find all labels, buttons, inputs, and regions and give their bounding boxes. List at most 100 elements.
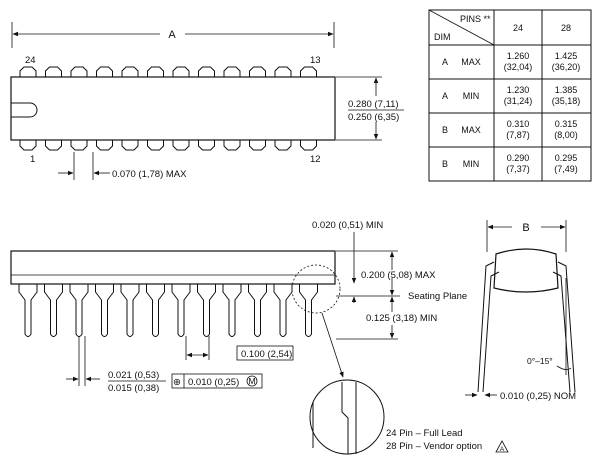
- bottom-pin: [121, 140, 139, 151]
- table-header-dim: DIM: [434, 32, 451, 42]
- top-pin: [300, 66, 317, 77]
- table-cell-value: (7,87): [506, 130, 530, 140]
- side-lead: [44, 284, 63, 337]
- bottom-pin: [45, 140, 62, 151]
- table-cell-value: 0.290: [507, 153, 530, 163]
- mmc-modifier-icon: [246, 375, 258, 387]
- side-lead: [273, 284, 293, 337]
- top-pin: [274, 66, 292, 77]
- bottom-pin: [172, 140, 190, 151]
- bottom-pin: [19, 140, 37, 151]
- pitch-label: 0.100 (2,54): [241, 349, 292, 360]
- end-lead-right-inner: [552, 271, 571, 393]
- top-pin: [70, 66, 88, 77]
- bottom-pin: [274, 140, 292, 151]
- note-28-pin: 28 Pin – Vendor option: [386, 441, 482, 452]
- bottom-pin: [147, 140, 164, 151]
- lead-width-max-label: 0.021 (0,53): [108, 370, 159, 381]
- top-pin: [249, 66, 266, 77]
- side-lead: [171, 284, 191, 337]
- top-pin: [198, 66, 215, 77]
- detail-circle: [309, 379, 385, 455]
- table-row-dim: A: [442, 91, 448, 101]
- top-pin: [19, 66, 37, 77]
- detail-view: 24 Pin – Full Lead 28 Pin – Vendor optio…: [309, 379, 509, 455]
- table-header-diagonal: [428, 9, 495, 46]
- vendor-option-flag: A: [500, 446, 505, 453]
- table-row-limit: MAX: [461, 125, 481, 135]
- end-lead-right: [557, 261, 576, 393]
- side-lead: [197, 284, 216, 337]
- top-pins-upper: [19, 66, 317, 77]
- table-cell-value: (35,18): [552, 96, 581, 106]
- dim-b-label: B: [522, 222, 529, 234]
- table-row-limit: MIN: [463, 159, 480, 169]
- table-cell-value: 1.385: [555, 85, 578, 95]
- top-pin: [45, 66, 62, 77]
- top-pin: [223, 66, 241, 77]
- detail-callout-arrow: [321, 312, 344, 378]
- side-lead: [299, 284, 318, 337]
- table-cell-value: 0.295: [555, 153, 578, 163]
- tolerance-value: 0.010 (0,25): [188, 377, 239, 388]
- top-pin: [121, 66, 139, 77]
- dimension-table: PINS ** DIM 24 28 A MAX 1.260 (32,04) 1.…: [428, 9, 592, 182]
- standoff-label: 0.020 (0,51) MIN: [312, 220, 383, 231]
- top-pins-lower: [19, 140, 317, 151]
- bottom-pin: [300, 140, 317, 151]
- lead-thickness-label: 0.010 (0,25) NOM: [500, 391, 576, 402]
- top-pin: [147, 66, 164, 77]
- pin-1-label: 1: [30, 154, 35, 165]
- side-view: 0.020 (0,51) MIN 0.200 (5,08) MAX Seatin…: [10, 220, 467, 394]
- table-cell-value: (32,04): [504, 62, 533, 72]
- table-header-pins: PINS **: [460, 14, 491, 24]
- table-cell-value: (36,20): [552, 62, 581, 72]
- table-cell-value: (31,24): [504, 96, 533, 106]
- package-body-end: [493, 248, 559, 293]
- height-label: 0.200 (5,08) MAX: [361, 270, 436, 281]
- tolerance-frame: [171, 373, 263, 389]
- side-lead: [18, 284, 38, 337]
- pin-13-label: 13: [310, 55, 321, 66]
- mmc-modifier: M: [248, 376, 255, 386]
- lead-length-label: 0.125 (3,18) MIN: [366, 313, 437, 324]
- note-24-pin: 24 Pin – Full Lead: [386, 428, 463, 439]
- seating-plane-label: Seating Plane: [408, 291, 467, 302]
- pin1-notch: [11, 102, 38, 118]
- table-cell-value: 1.230: [507, 85, 530, 95]
- table-row-limit: MIN: [463, 91, 480, 101]
- detail-callout-circle: [291, 264, 341, 314]
- vendor-option-flag-icon: [495, 440, 509, 453]
- top-view: A 24 13 1 12 0.070 (1,78) MAX 0.280 (7,1…: [10, 22, 404, 180]
- table-cell-value: 0.315: [555, 119, 578, 129]
- table-row-dim: B: [442, 159, 448, 169]
- table-row-dim: A: [442, 57, 448, 67]
- side-lead: [146, 284, 165, 337]
- angle-arc: [556, 365, 572, 370]
- pin-12-label: 12: [310, 154, 321, 165]
- bottom-pin: [96, 140, 113, 151]
- end-lead-left-inner: [482, 271, 500, 393]
- package-body-top: [10, 76, 336, 141]
- position-tolerance-icon: ⊕: [173, 377, 181, 388]
- table-cell-value: 1.425: [555, 51, 578, 61]
- body-width-max-label: 0.280 (7,11): [348, 99, 399, 110]
- side-leads: [18, 284, 318, 337]
- table-row-dim: B: [442, 125, 448, 135]
- top-pin: [96, 66, 113, 77]
- bottom-pin: [249, 140, 266, 151]
- side-lead: [69, 284, 89, 337]
- detail-lead-stepped: [341, 382, 349, 454]
- body-width-min-label: 0.250 (6,35): [348, 112, 399, 123]
- side-lead: [222, 284, 242, 337]
- pin-width-label: 0.070 (1,78) MAX: [112, 169, 187, 180]
- end-view: B 0°–15° 0.010 (0,25) NOM: [465, 220, 576, 402]
- table-cell-value: (8,00): [554, 130, 578, 140]
- top-pin: [172, 66, 190, 77]
- bottom-pin: [223, 140, 241, 151]
- side-lead: [248, 284, 267, 337]
- table-cell-value: 1.260: [507, 51, 530, 61]
- side-lead: [120, 284, 140, 337]
- table-frame: [428, 9, 592, 182]
